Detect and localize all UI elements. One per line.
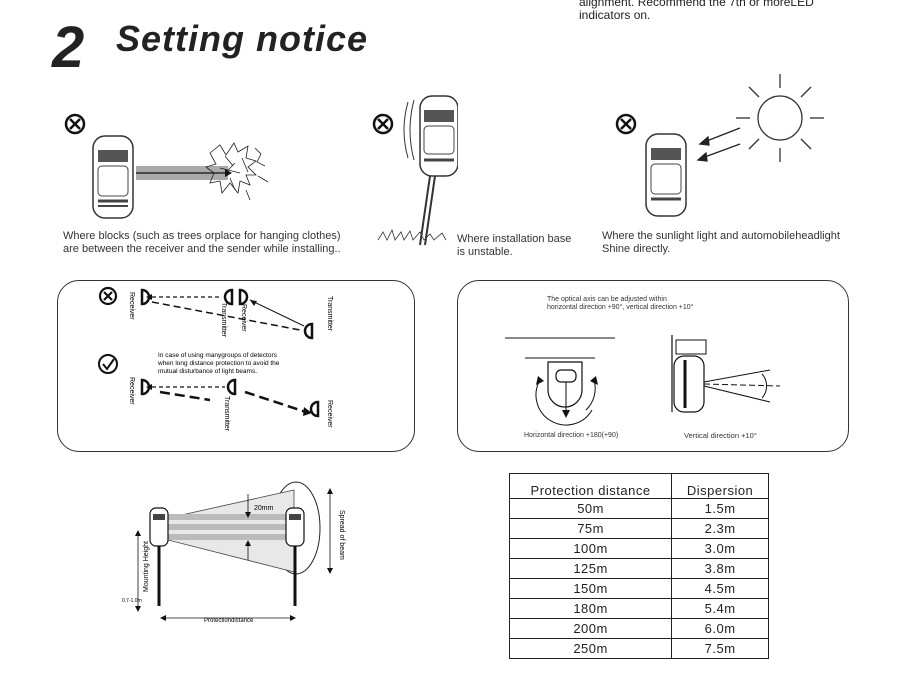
height-range-label: 0.7-1.0m (122, 598, 142, 604)
beam-spread-diagram: 20mm Spread of beam Mounting Height 0.7-… (122, 481, 345, 624)
optical-axis-diagram (505, 335, 781, 426)
forbidden-icon (98, 286, 118, 306)
distance-cell: 125m (508, 558, 673, 579)
dispersion-cell: 3.8m (671, 558, 769, 579)
label-receiver-1: Receiver (128, 292, 135, 320)
warning-blocks-illustration (64, 113, 269, 219)
warning-sunlight-illustration (615, 74, 824, 217)
warning-unstable-caption: Where installation base is unstable. (457, 233, 571, 259)
sunlight-arrows (696, 127, 741, 162)
top-note-line-1: alignment. Recommend the 7th or moreLED (579, 0, 814, 9)
mounting-height-label: Mounting Height (143, 541, 150, 592)
forbidden-icon (64, 113, 86, 135)
top-note: alignment. Recommend the 7th or moreLED … (579, 0, 879, 22)
warning-sunlight-caption: Where the sunlight light and automobileh… (602, 230, 840, 256)
warning-unstable-line-2: is unstable. (457, 246, 513, 258)
label-receiver-4: Receiver (326, 400, 333, 428)
multi-note-line-3: mutual disturbance of light beams. (158, 368, 257, 375)
table-header-row: Protection distance Dispersion (508, 473, 769, 499)
forbidden-icon (372, 113, 394, 135)
horizontal-direction-label: Horizontal direction +180(+90) (524, 432, 619, 439)
warning-blocks-line-2: are between the receiver and the sender … (63, 243, 341, 255)
detector-right-icon (285, 507, 305, 606)
distance-cell: 100m (508, 538, 673, 559)
distance-cell: 75m (508, 518, 673, 539)
dispersion-cell: 5.4m (671, 598, 769, 619)
optical-axis-note-line-1: The optical axis can be adjusted within (547, 296, 667, 303)
spread-of-beam-label: Spread of beam (338, 510, 345, 560)
detector-left-icon (149, 507, 169, 606)
optical-axis-panel (457, 280, 849, 452)
warning-sunlight-line-1: Where the sunlight light and automobileh… (602, 230, 840, 242)
vertical-direction-label: Vertical direction +10° (684, 431, 757, 440)
check-icon (98, 354, 118, 374)
protection-distance-label: Protectiondistance (204, 618, 254, 624)
dispersion-cell: 1.5m (671, 498, 769, 519)
warning-sunlight-line-2: Shine directly. (602, 243, 671, 255)
distance-cell: 50m (508, 498, 673, 519)
forbidden-icon (615, 113, 637, 135)
header-dispersion: Dispersion (671, 473, 769, 499)
optical-axis-note: The optical axis can be adjusted within … (547, 296, 693, 312)
vertical-adjust-illustration (671, 335, 781, 413)
dispersion-cell: 3.0m (671, 538, 769, 559)
label-transmitter-3: Transmitter (223, 396, 230, 432)
tree-icon (205, 142, 269, 201)
distance-cell: 180m (508, 598, 673, 619)
multi-note-line-2: when long distance protection to avoid t… (157, 360, 280, 367)
dispersion-cell: 7.5m (671, 638, 769, 659)
beam-interference-panel (57, 280, 415, 452)
label-transmitter-1: Transmitter (220, 302, 227, 338)
header-protection-distance: Protection distance (508, 473, 673, 499)
top-note-line-2: indicators on. (579, 8, 651, 22)
warning-blocks-caption: Where blocks (such as trees orplace for … (63, 230, 341, 256)
horizontal-adjust-illustration (505, 337, 615, 426)
warning-unstable-illustration (372, 95, 458, 246)
beam-interference-diagram: Receiver Transmitter Receiver Transmitte… (98, 286, 333, 432)
distance-cell: 150m (508, 578, 673, 599)
multi-note-line-1: In case of using manygroups of detectors (158, 352, 278, 359)
section-number: 2 (52, 15, 84, 80)
label-receiver-2: Receiver (240, 304, 247, 332)
dispersion-cell: 4.5m (671, 578, 769, 599)
warning-blocks-line-1: Where blocks (such as trees orplace for … (63, 230, 341, 242)
detector-icon (419, 95, 458, 177)
dispersion-cell: 2.3m (671, 518, 769, 539)
label-transmitter-2: Transmitter (326, 296, 333, 332)
warning-unstable-line-1: Where installation base (457, 233, 572, 245)
beam-gap-label: 20mm (254, 505, 274, 512)
label-receiver-3: Receiver (128, 377, 135, 405)
distance-cell: 200m (508, 618, 673, 639)
optical-axis-note-line-2: horizontal direction +90°, vertical dire… (547, 304, 694, 311)
distance-cell: 250m (508, 638, 673, 659)
detector-icon (645, 133, 687, 217)
detector-icon (92, 135, 134, 219)
dispersion-cell: 6.0m (671, 618, 769, 639)
sun-icon (736, 74, 824, 162)
page-title: Setting notice (116, 18, 369, 59)
